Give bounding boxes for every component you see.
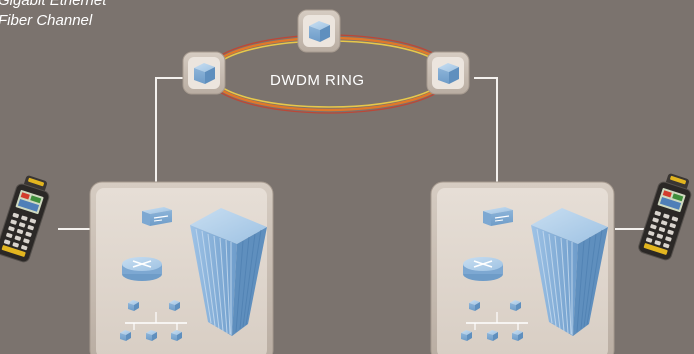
legend-fiber-channel: Fiber Channel xyxy=(0,12,93,29)
dwdm-node-icon xyxy=(297,9,341,53)
site-right xyxy=(430,181,615,354)
handheld-scanner-left xyxy=(0,172,54,264)
dwdm-node-left xyxy=(182,51,226,95)
dwdm-node-icon xyxy=(182,51,226,95)
site-left xyxy=(89,181,274,354)
dwdm-node-top xyxy=(297,9,341,53)
dwdm-node-icon xyxy=(426,51,470,95)
handheld-scanner-right xyxy=(636,170,694,262)
handheld-scanner-icon xyxy=(636,170,694,262)
dwdm-ring-label: DWDM RING xyxy=(270,72,365,89)
gigabit-links xyxy=(58,77,648,230)
legend-gigabit-ethernet: Gigabit Ethernet xyxy=(0,0,107,9)
dwdm-node-right xyxy=(426,51,470,95)
handheld-scanner-icon xyxy=(0,172,54,264)
